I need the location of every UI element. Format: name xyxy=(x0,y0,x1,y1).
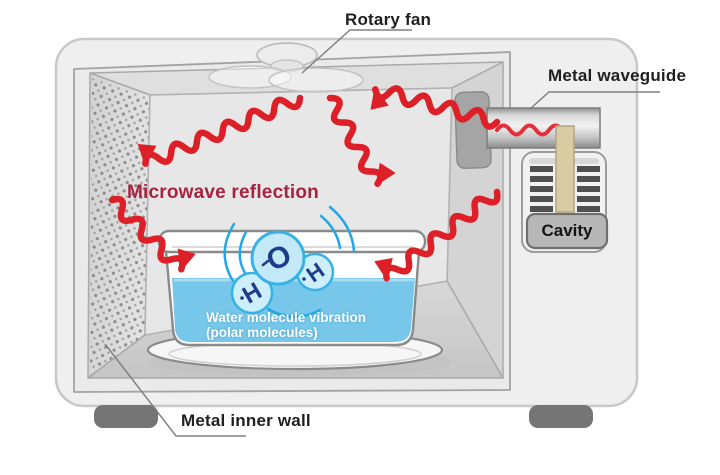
rotary-fan xyxy=(208,42,364,93)
metal-inner-wall-leader xyxy=(104,343,246,437)
hydrogen-left-dot xyxy=(240,296,244,300)
microwave-arrow-right-wall-to-water xyxy=(374,188,501,282)
hydrogen-right-dot xyxy=(302,277,306,281)
microwave-arrow-port-to-fan xyxy=(370,85,501,130)
microwave-in-waveguide xyxy=(495,123,564,137)
oven-foot-left xyxy=(94,405,158,428)
metal-waveguide-label: Metal waveguide xyxy=(548,66,687,85)
metal-inner-wall-perforation xyxy=(90,78,150,376)
label-leader-lines xyxy=(104,29,660,437)
water-caption-line1: Water molecule vibration xyxy=(206,310,367,325)
magnetron-cooling-fins xyxy=(530,166,600,212)
microwave-arrow-left-wall-to-water xyxy=(108,195,196,273)
magnetron-antenna-rod xyxy=(555,125,575,213)
waveguide-port-plate xyxy=(454,90,492,170)
microwave-arrow-fan-to-floor xyxy=(326,94,396,187)
rotary-fan-label: Rotary fan xyxy=(345,10,432,29)
microwave-reflection-label: Microwave reflection xyxy=(127,182,319,203)
water-caption-line2: (polar molecules) xyxy=(206,325,318,340)
rotary-fan-leader xyxy=(301,29,412,74)
microwave-arrow-fan-to-left-wall xyxy=(137,94,304,167)
oxygen-bond-dash xyxy=(261,259,270,267)
water-molecule: O H H xyxy=(223,205,356,318)
oven-feet xyxy=(94,405,593,428)
cavity-label: Cavity xyxy=(541,221,593,240)
vibration-arcs xyxy=(223,205,356,318)
metal-inner-wall-label: Metal inner wall xyxy=(181,411,311,430)
metal-waveguide-leader xyxy=(529,91,660,110)
water-caption: Water molecule vibration (polar molecule… xyxy=(206,310,366,340)
hydrogen-atom-left xyxy=(230,271,274,315)
metal-waveguide-tube xyxy=(486,107,601,149)
waveguide-magnetron-assembly xyxy=(486,107,609,253)
microwave-arrows xyxy=(108,85,501,282)
fan-blade-right xyxy=(268,67,364,93)
oxygen-atom xyxy=(250,230,306,286)
cavity-label-box xyxy=(525,212,609,250)
oven-foot-right xyxy=(529,405,593,428)
